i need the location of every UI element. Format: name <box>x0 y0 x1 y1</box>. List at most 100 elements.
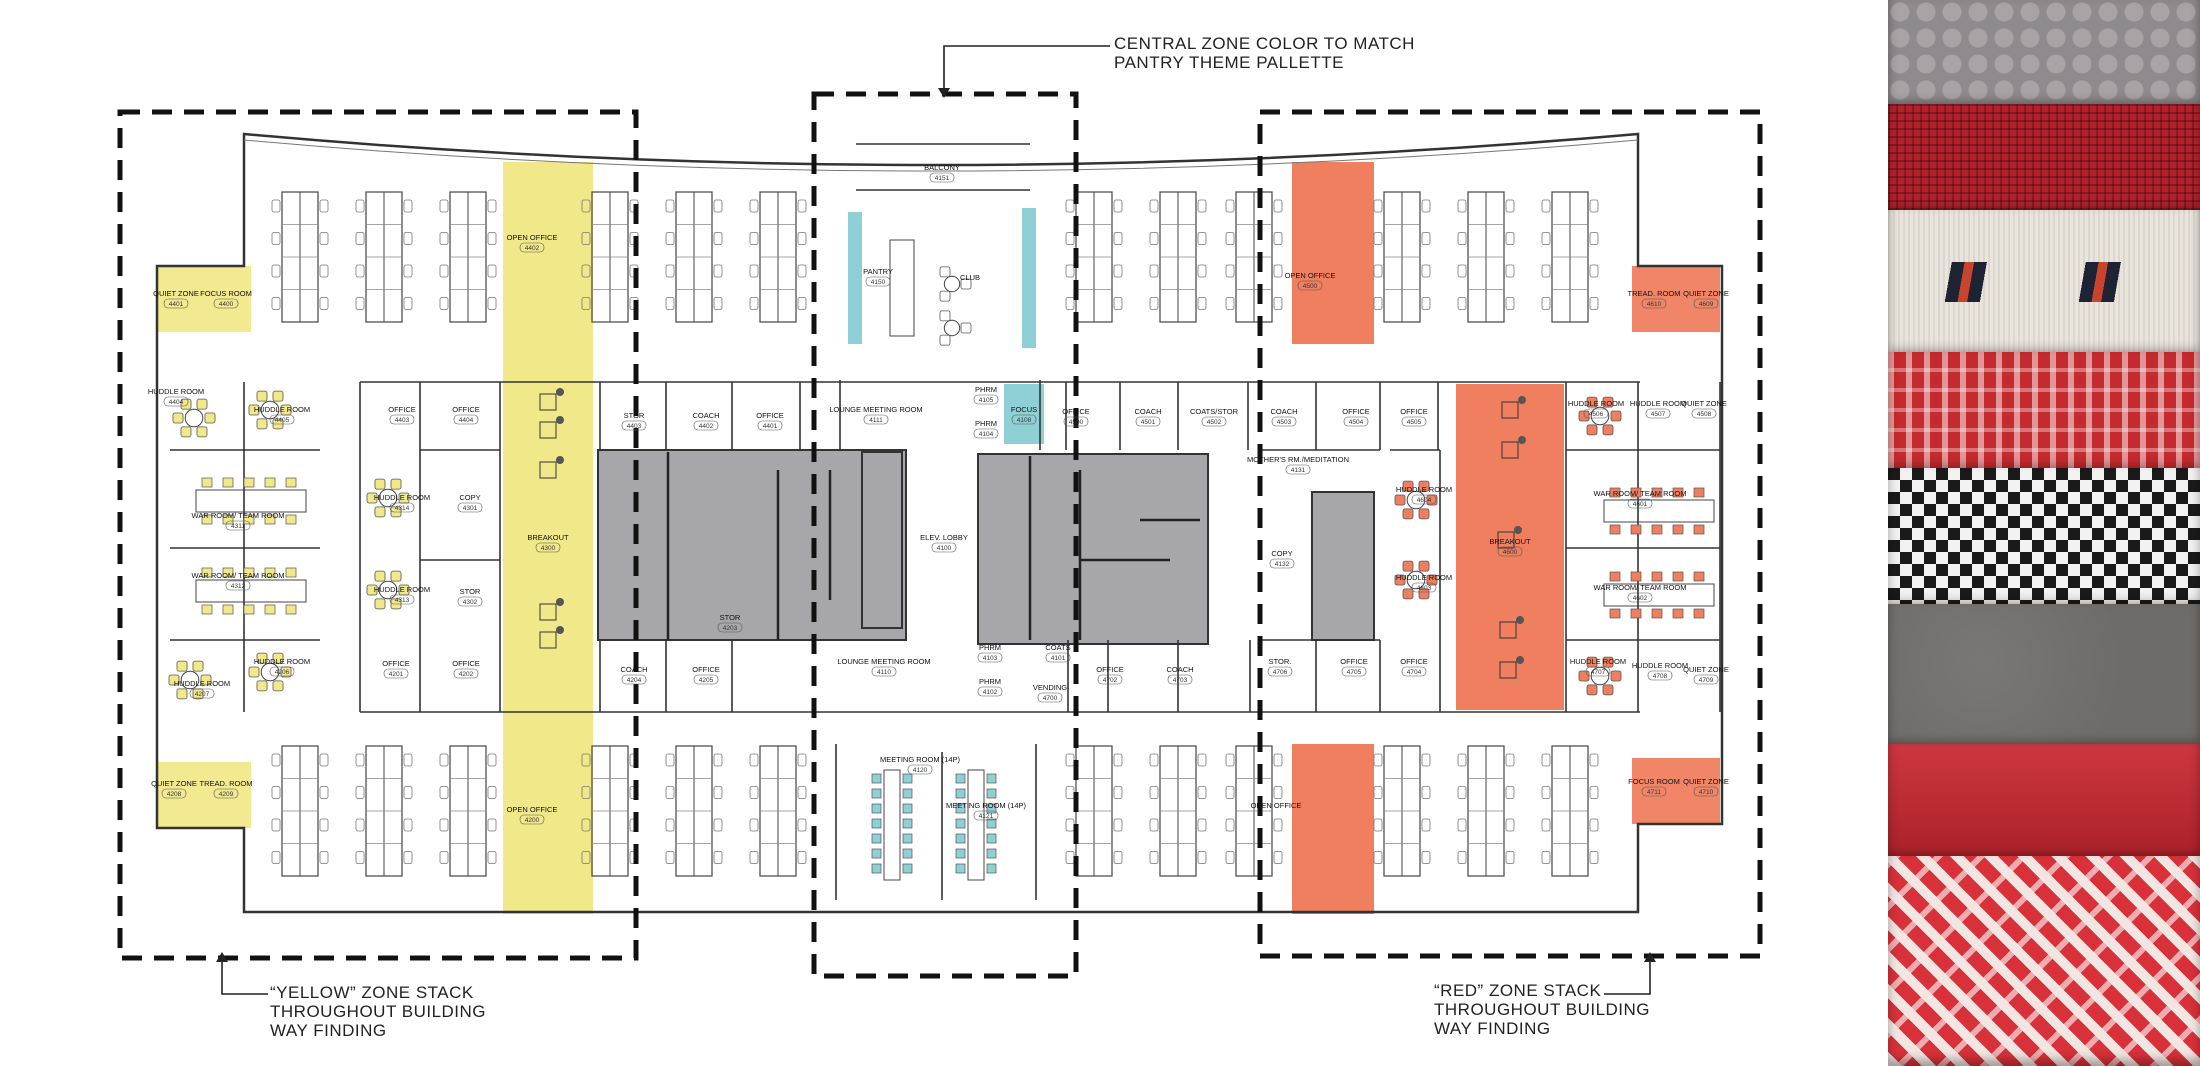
room-name: FOCUS ROOM <box>1628 777 1680 786</box>
room-name: COPY <box>1271 549 1292 558</box>
chair <box>487 232 497 245</box>
room-name: HUDDLE ROOM <box>374 493 430 502</box>
room-number-tag <box>453 414 479 425</box>
room-number: 4312 <box>231 583 246 590</box>
chair <box>1541 753 1551 767</box>
stool <box>556 598 564 606</box>
room-number: 4132 <box>1275 561 1290 568</box>
chair <box>1418 480 1430 492</box>
chair <box>986 848 997 859</box>
chair <box>665 199 675 213</box>
chair <box>487 851 497 864</box>
chair <box>1373 786 1383 799</box>
room-number-tag <box>457 596 483 607</box>
room-name: HUDDLE ROOM <box>254 405 310 414</box>
swatch-red-grid-weave <box>1888 104 2200 214</box>
room-number-tag <box>1693 298 1719 309</box>
room-zone-fill <box>157 762 251 828</box>
chair <box>1589 232 1599 245</box>
chair <box>1225 753 1235 767</box>
chair <box>1402 560 1414 572</box>
workstations <box>271 191 1599 877</box>
chair <box>1457 753 1467 767</box>
room-name: OFFICE <box>1062 407 1090 416</box>
room-name: VENDING <box>1033 683 1067 692</box>
room-number: 4202 <box>459 671 474 678</box>
chair <box>374 506 386 518</box>
workstation-cluster <box>1541 191 1599 323</box>
chair <box>1693 571 1705 582</box>
room-number: 4200 <box>525 817 540 824</box>
room-number-tag <box>621 674 647 685</box>
chair <box>1457 264 1467 278</box>
chair <box>1373 818 1383 832</box>
chair <box>1065 199 1075 213</box>
central-zone-note-line-1: CENTRAL ZONE COLOR TO MATCH <box>1114 34 1415 53</box>
chair <box>319 264 329 278</box>
chair <box>1197 297 1207 310</box>
chair <box>749 786 759 799</box>
chair <box>168 674 180 686</box>
chair <box>222 567 234 578</box>
chair <box>1457 786 1467 799</box>
room-number: 4209 <box>219 791 234 798</box>
chair <box>256 418 268 430</box>
chair <box>986 863 997 874</box>
chair <box>902 818 913 829</box>
table <box>195 579 307 603</box>
chair <box>1065 753 1075 767</box>
chair <box>271 753 281 767</box>
table <box>180 670 200 690</box>
chair <box>1197 199 1207 213</box>
chair <box>665 753 675 767</box>
walls <box>155 132 1724 914</box>
chair <box>1630 571 1642 582</box>
chair <box>871 833 882 844</box>
room-number-tag <box>453 668 479 679</box>
room-name: OFFICE <box>692 665 720 674</box>
chair <box>1589 199 1599 213</box>
room-name: BREAKOUT <box>527 533 569 542</box>
room-number: 4704 <box>1407 669 1422 676</box>
room-number-tag <box>1693 786 1719 797</box>
room-number-tag <box>977 652 1003 663</box>
chair <box>176 660 188 672</box>
room-number: 4300 <box>541 545 556 552</box>
building-outline <box>155 132 1724 914</box>
chair <box>1273 851 1283 864</box>
huddle-furniture <box>172 398 216 438</box>
chair <box>986 773 997 784</box>
room-name: CLUB <box>960 273 980 282</box>
chair <box>939 310 951 322</box>
chair <box>271 199 281 213</box>
chair <box>403 232 413 245</box>
chair <box>1457 199 1467 213</box>
room-name: OPEN OFFICE <box>1251 801 1302 810</box>
room-number-tag <box>269 414 295 425</box>
chair <box>264 477 276 488</box>
chair <box>1113 818 1123 832</box>
room-number-tag <box>1693 674 1719 685</box>
chair <box>1225 264 1235 278</box>
chair <box>797 232 807 245</box>
chair <box>955 863 966 874</box>
chair <box>192 660 204 672</box>
room-name: OFFICE <box>452 659 480 668</box>
huddle-furniture <box>366 570 410 610</box>
chair <box>180 398 192 410</box>
room-name: QUIET ZONE <box>1683 289 1729 298</box>
room-number-tag <box>1267 666 1293 677</box>
room-name: OFFICE <box>1340 657 1368 666</box>
chair <box>871 863 882 874</box>
chair <box>271 297 281 310</box>
chair <box>1609 571 1621 582</box>
